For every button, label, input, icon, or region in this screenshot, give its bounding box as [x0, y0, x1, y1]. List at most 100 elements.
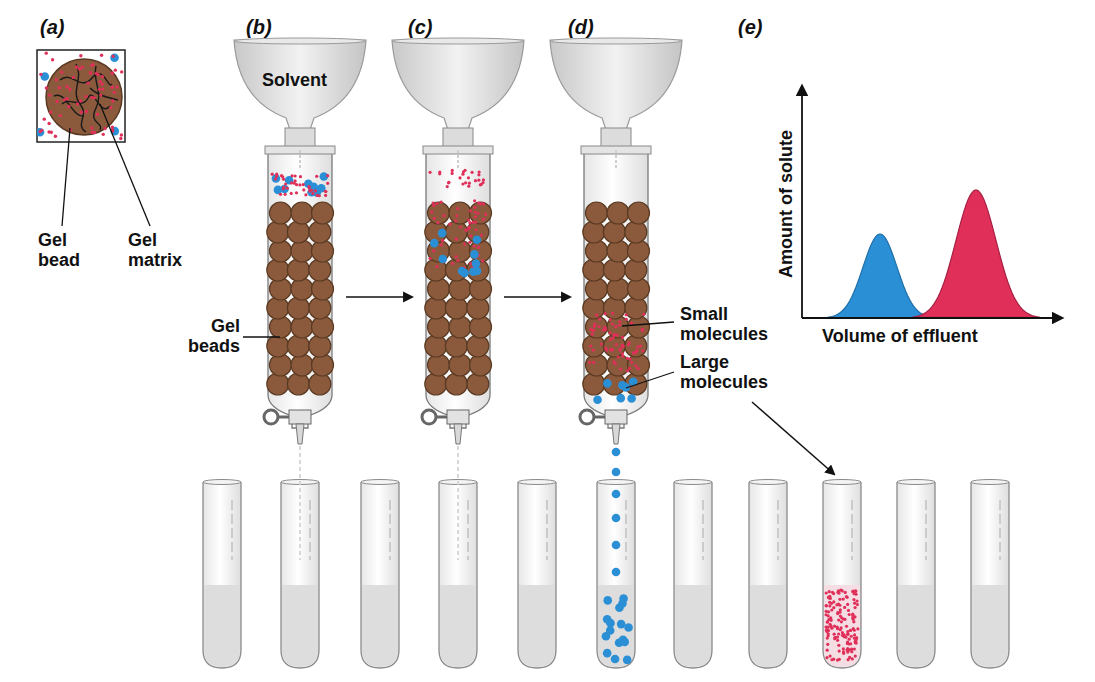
small-molecule [481, 259, 484, 262]
small-molecule [60, 70, 63, 73]
small-molecule [853, 633, 856, 636]
collection-tube [971, 480, 1009, 669]
small-molecule [482, 218, 485, 221]
small-molecule [839, 608, 842, 611]
part-label: Solvent [262, 70, 327, 90]
small-molecule [461, 182, 464, 185]
tube-liquid [750, 585, 786, 667]
small-molecule [451, 262, 454, 265]
collection-tube [674, 480, 712, 669]
small-molecule [825, 656, 828, 659]
tube-glass [518, 482, 556, 668]
small-molecule [842, 597, 845, 600]
gel-bead [607, 278, 629, 300]
gel-bead [270, 240, 292, 262]
small-molecule [612, 360, 615, 363]
large-molecule [616, 394, 625, 403]
small-molecule [626, 369, 629, 372]
small-molecule [838, 658, 841, 661]
small-molecule [448, 223, 451, 226]
small-molecule [595, 314, 598, 317]
small-molecule [89, 71, 92, 74]
small-molecule [47, 122, 50, 125]
collection-tube [823, 480, 861, 669]
gel-bead [449, 316, 471, 338]
stopcock-stem [594, 416, 605, 419]
tube-liquid [598, 585, 634, 667]
small-molecule [853, 602, 856, 605]
solvent-funnel [234, 40, 366, 130]
panel-letter: (d) [568, 16, 594, 38]
small-molecule [451, 172, 454, 175]
small-molecule [826, 643, 829, 646]
small-molecule [611, 336, 614, 339]
small-molecule [847, 632, 850, 635]
small-molecule [474, 215, 477, 218]
small-molecule [115, 85, 118, 88]
funnel-rim [550, 38, 682, 44]
small-molecule [89, 71, 92, 74]
small-molecule [275, 173, 278, 176]
small-molecule [446, 185, 449, 188]
small-molecule [628, 367, 631, 370]
small-molecule [428, 257, 431, 260]
gel-bead [312, 202, 334, 224]
tube-liquid [898, 585, 934, 667]
small-molecule [629, 357, 632, 360]
small-molecule [282, 186, 285, 189]
small-molecule [463, 242, 466, 245]
large-molecule [470, 250, 479, 259]
gel-bead [449, 278, 471, 300]
small-molecule [58, 86, 61, 89]
part-label: Gel matrix [128, 230, 182, 270]
tube-mark [547, 500, 548, 560]
small-molecule [622, 344, 625, 347]
small-molecule [588, 361, 591, 364]
small-molecule [852, 592, 855, 595]
stopper [443, 128, 473, 148]
gel-bead [583, 259, 605, 281]
small-molecule [462, 170, 465, 173]
small-molecule [830, 658, 833, 661]
tube-mark [310, 500, 311, 560]
small-molecule [855, 636, 858, 639]
collection-tube [518, 480, 556, 669]
tube-glass [971, 482, 1009, 668]
tube-mark [778, 500, 779, 560]
small-molecule [99, 93, 102, 96]
tube-glass [597, 482, 635, 668]
gel-bead [287, 335, 309, 357]
large-molecule [438, 255, 447, 264]
small-molecule [86, 81, 89, 84]
small-molecule [850, 635, 853, 638]
solvent-stream [299, 150, 301, 168]
small-molecule [589, 328, 592, 331]
gel-bead [625, 259, 647, 281]
small-molecule [473, 210, 476, 213]
gel-bead [270, 278, 292, 300]
small-molecule [827, 614, 830, 617]
small-molecule [836, 612, 839, 615]
chromatography-column [392, 38, 524, 444]
small-molecule [326, 182, 329, 185]
small-molecule [630, 322, 633, 325]
small-molecule [836, 639, 839, 642]
small-molecule [856, 627, 859, 630]
tube-rim [749, 480, 787, 485]
small-molecule [845, 625, 848, 628]
small-molecule [826, 620, 829, 623]
gel-bead [428, 354, 450, 376]
gel-bead [449, 202, 471, 224]
large-molecule [438, 229, 447, 238]
collection-tube [361, 480, 399, 669]
small-molecule [845, 648, 848, 651]
small-molecule [468, 182, 471, 185]
tube-rim [897, 480, 935, 485]
large-molecule [611, 655, 620, 664]
small-molecule [63, 98, 66, 101]
small-molecule [608, 331, 611, 334]
small-molecule [842, 650, 845, 653]
small-molecule [284, 182, 287, 185]
small-molecule [846, 596, 849, 599]
collection-tube [439, 480, 477, 669]
